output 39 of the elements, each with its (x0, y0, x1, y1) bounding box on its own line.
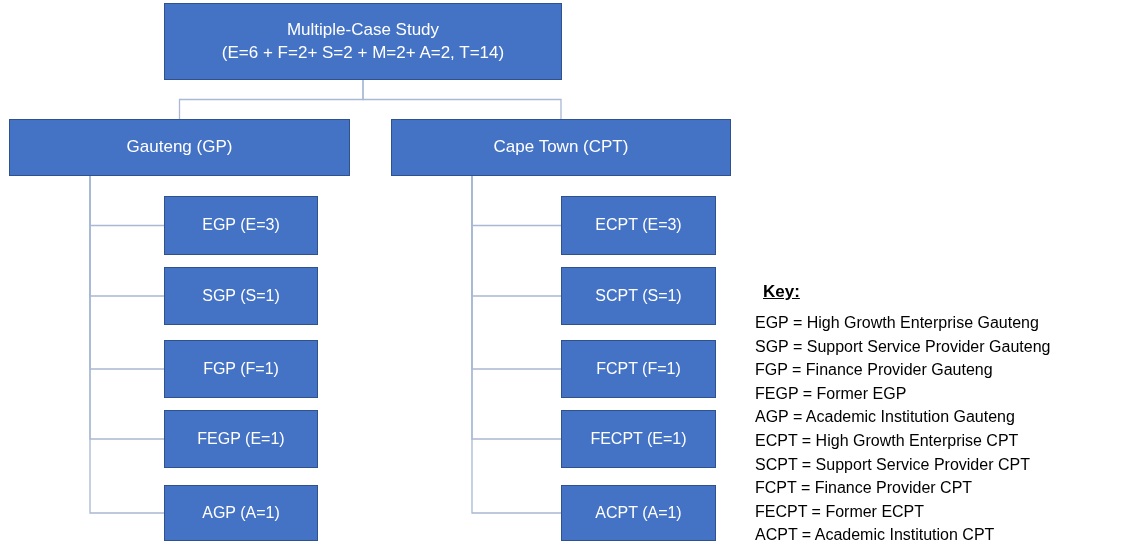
box-label: SCPT (S=1) (595, 285, 682, 306)
key-entry: ACPT = Academic Institution CPT (755, 525, 996, 546)
connector-line (362, 79, 562, 120)
box-label: AGP (A=1) (202, 502, 280, 523)
org-chart-box (164, 196, 318, 255)
org-chart-box (561, 267, 716, 325)
org-chart-box (561, 340, 716, 398)
org-chart-box (561, 410, 716, 468)
key-entry: FGP = Finance Provider Gauteng (755, 360, 994, 381)
key-entry: FEGP = Former EGP (755, 383, 908, 404)
box-label: (E=6 + F=2+ S=2 + M=2+ A=2, T=14) (221, 41, 505, 64)
box-label: EGP (E=3) (202, 215, 280, 236)
key-entry: FCPT = Finance Provider CPT (755, 478, 974, 499)
key-entry: FECPT = Former ECPT (755, 501, 926, 522)
org-chart-box (561, 196, 716, 255)
box-label: FECPT (E=1) (590, 428, 687, 449)
box-label: FGP (F=1) (203, 358, 279, 379)
box-label: Gauteng (GP) (126, 136, 233, 159)
box-label: FEGP (E=1) (197, 428, 285, 449)
key-entry: AGP = Academic Institution Gauteng (755, 407, 1016, 428)
org-chart-box (164, 3, 562, 80)
key-entry: EGP = High Growth Enterprise Gauteng (755, 313, 1040, 333)
org-chart-box (164, 267, 318, 325)
box-label: Cape Town (CPT) (493, 136, 629, 159)
key-heading: Key: (763, 282, 800, 302)
org-chart-box (164, 410, 318, 468)
org-chart-box (164, 485, 318, 541)
key-entry: SGP = Support Service Provider Gauteng (755, 336, 1051, 357)
box-label: SGP (S=1) (202, 285, 280, 306)
key-entry: SCPT = Support Service Provider CPT (755, 454, 1031, 475)
org-chart-box (9, 119, 350, 176)
box-label: FCPT (F=1) (596, 358, 681, 379)
org-chart-box (561, 485, 716, 541)
key-entry: ECPT = High Growth Enterprise CPT (755, 430, 1020, 451)
box-label: Multiple-Case Study (286, 19, 440, 42)
box-label: ACPT (A=1) (595, 502, 682, 523)
org-chart-box (164, 340, 318, 398)
org-chart-box (391, 119, 731, 176)
box-label: ECPT (E=3) (595, 215, 682, 236)
